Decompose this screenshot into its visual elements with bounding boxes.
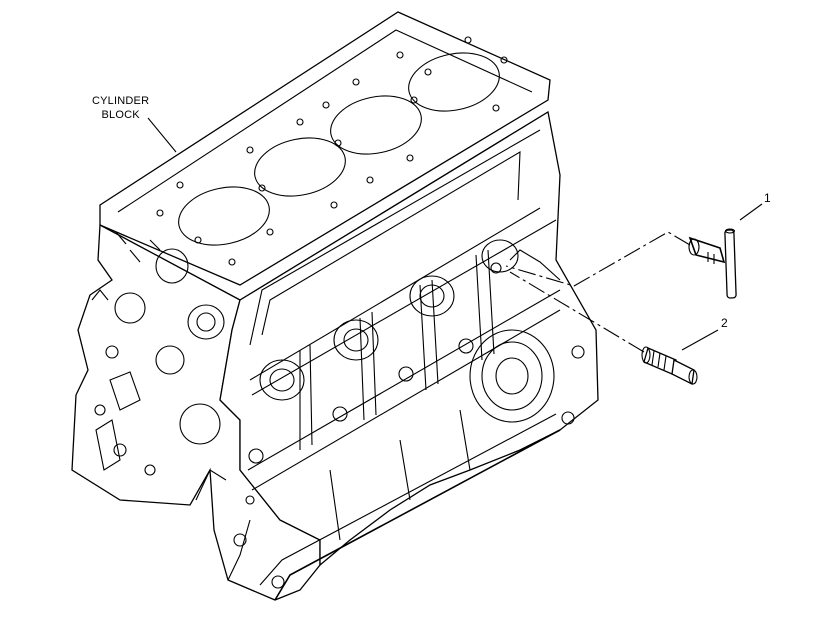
head-bolt-holes	[156, 36, 508, 266]
side-port	[490, 262, 502, 274]
bore-1	[178, 186, 270, 246]
adapter-fitting-part	[641, 346, 698, 385]
crankshaft-boss	[469, 329, 555, 423]
block-label-leader	[147, 117, 177, 153]
cylinder-block-label: CYLINDER BLOCK	[92, 94, 149, 122]
leader-lines	[147, 117, 763, 353]
part-1-assembly-line	[505, 231, 691, 287]
cylinder-bores	[178, 52, 500, 246]
part-2-assembly-line	[509, 271, 645, 353]
bore-4	[408, 52, 500, 112]
cylinder-block	[71, 11, 599, 601]
bore-2	[254, 137, 346, 197]
cylinder-block-label-line2: BLOCK	[101, 109, 140, 121]
callout-1-leader	[739, 203, 763, 221]
callout-2-label: 2	[721, 316, 728, 330]
callout-2-leader	[681, 329, 719, 351]
cylinder-block-label-line1: CYLINDER	[92, 95, 150, 107]
callout-1-label: 1	[764, 191, 771, 205]
tee-fitting-part	[688, 228, 737, 299]
front-face-features	[91, 231, 285, 589]
bore-3	[330, 95, 422, 155]
side-bosses	[248, 239, 585, 464]
